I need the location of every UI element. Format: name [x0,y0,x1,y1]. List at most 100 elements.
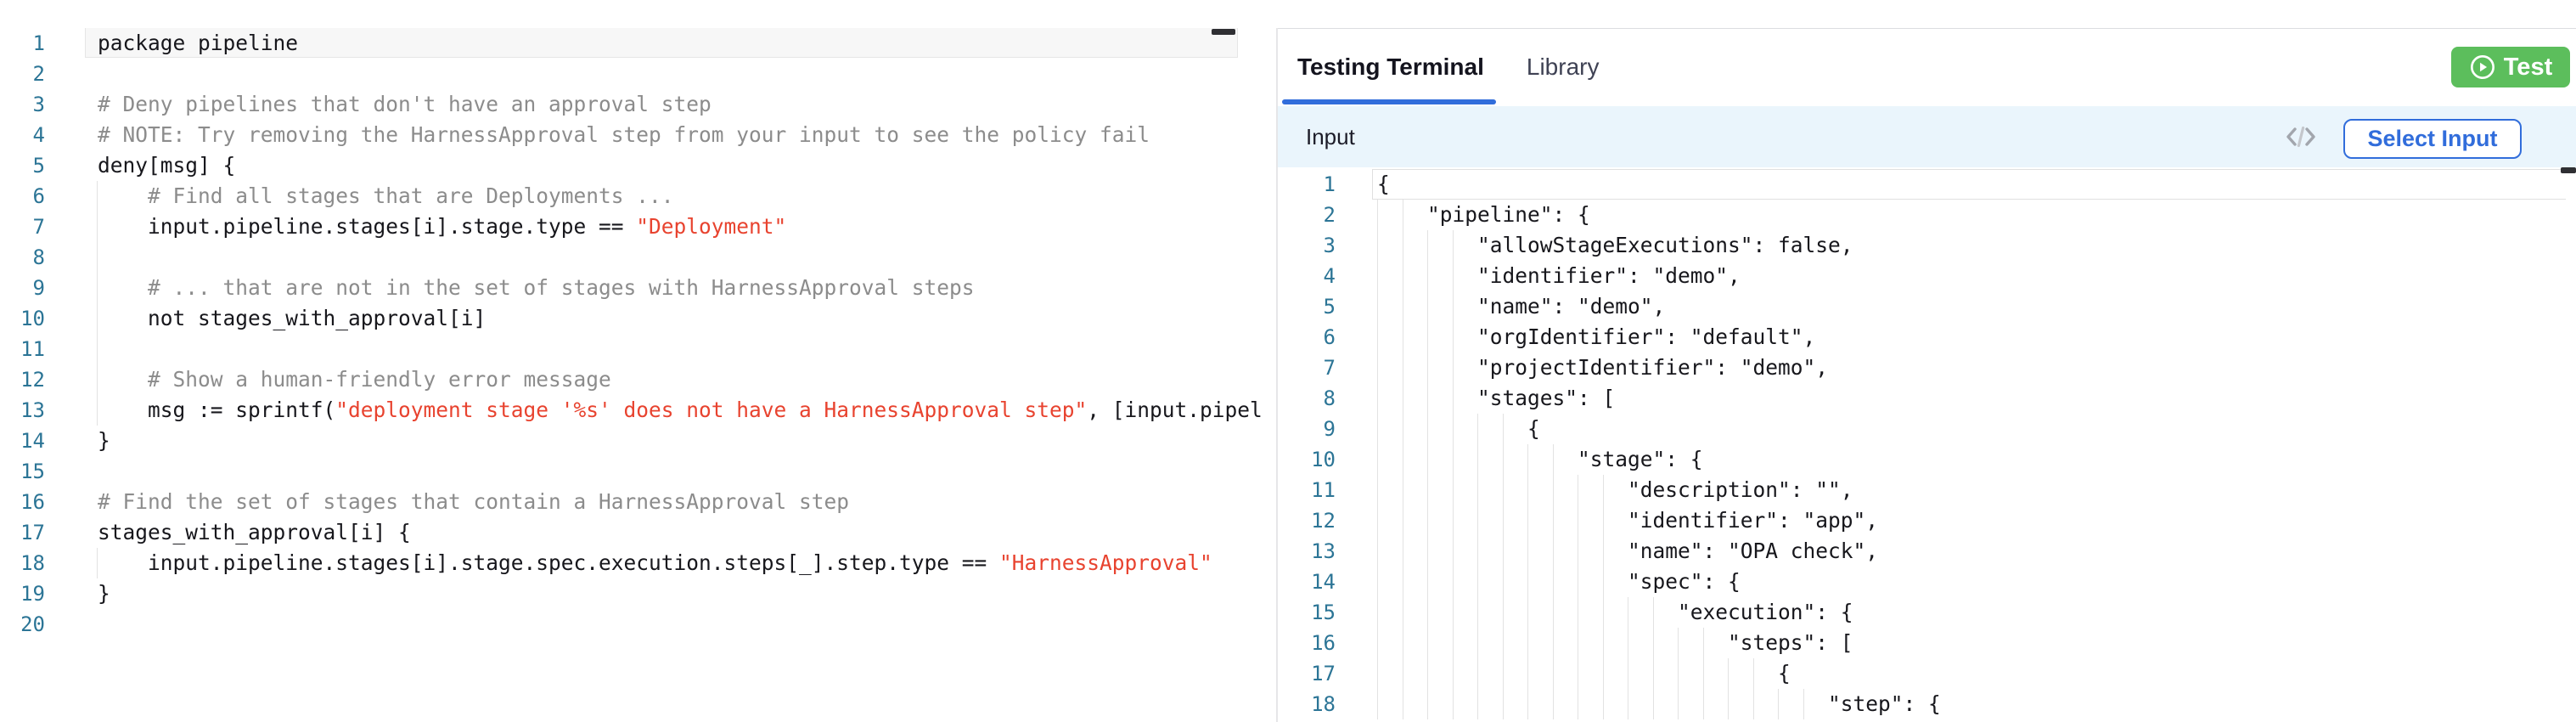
indent-guide-line [1602,505,1604,536]
code-text: } [98,581,110,606]
code-line[interactable]: 7 input.pipeline.stages[i].stage.type ==… [0,212,1276,242]
line-number: 4 [32,123,45,147]
tab-testing-terminal[interactable]: Testing Terminal [1297,54,1484,80]
line-number: 12 [1311,509,1336,533]
code-line[interactable]: 15 [0,456,1276,487]
indent-guide-line [1452,689,1454,719]
indent-guide-line [1527,536,1528,567]
indent-guide-line [1552,567,1554,597]
indent-guide-line [1602,689,1604,719]
collapse-input-editor-icon[interactable] [2561,167,2576,173]
indent-guide-line [97,273,98,303]
code-text: "spec": { [1377,569,1741,594]
code-line[interactable]: 14 "spec": { [1278,567,2576,597]
code-line[interactable]: 8 [0,242,1276,273]
code-line[interactable]: 5 "name": "demo", [1278,291,2576,322]
test-button[interactable]: Test [2451,47,2570,87]
code-line[interactable]: 4 # NOTE: Try removing the HarnessApprova… [0,120,1276,150]
indent-guide-line [1427,444,1428,475]
code-line[interactable]: 10 "stage": { [1278,444,2576,475]
indent-guide-line [97,548,98,578]
code-text: # ... that are not in the set of stages … [98,275,975,300]
code-line[interactable]: 6 "orgIdentifier": "default", [1278,322,2576,353]
indent-guide-line [1678,658,1679,689]
line-number: 20 [20,612,45,636]
code-line[interactable]: 8 "stages": [ [1278,383,2576,414]
code-line[interactable]: 19} [0,578,1276,609]
indent-guide-line [1502,414,1504,444]
code-line[interactable]: 4 "identifier": "demo", [1278,261,2576,291]
indent-guide-line [1502,475,1504,505]
indent-guide-line [1527,475,1528,505]
code-line[interactable]: 3 "allowStageExecutions": false, [1278,230,2576,261]
indent-guide-line [1427,261,1428,291]
tab-library[interactable]: Library [1526,54,1600,80]
code-line[interactable]: 11 [0,334,1276,364]
line-number: 10 [1311,448,1336,471]
indent-guide-line [1377,230,1378,261]
indent-guide-line [1427,628,1428,658]
code-line[interactable]: 6 # Find all stages that are Deployments… [0,181,1276,212]
code-line[interactable]: 17 { [1278,658,2576,689]
code-line[interactable]: 15 "execution": { [1278,597,2576,628]
indent-guide-line [1477,536,1478,567]
indent-guide-line [97,212,98,242]
code-text: "description": "", [1377,477,1853,502]
code-text: deny[msg] { [98,153,236,178]
code-text: "name": "demo", [1377,294,1666,319]
indent-guide-line [1527,567,1528,597]
code-line[interactable]: 10 not stages_with_approval[i] [0,303,1276,334]
input-editor[interactable]: 1{2 "pipeline": {3 "allowStageExecutions… [1278,169,2576,722]
code-line[interactable]: 11 "description": "", [1278,475,2576,505]
terminal-tabs: Testing Terminal Library [1278,28,2576,106]
page-top-border [0,28,2576,29]
indent-guide-line [1452,536,1454,567]
active-tab-underline [1282,99,1496,104]
code-line[interactable]: 2 "pipeline": { [1278,200,2576,230]
code-text: # NOTE: Try removing the HarnessApproval… [98,122,1150,147]
code-line[interactable]: 1{ [1278,169,2576,200]
code-line[interactable]: 20 [0,609,1276,640]
indent-guide-line [1377,291,1378,322]
line-number: 18 [20,551,45,575]
code-line[interactable]: 13 msg := sprintf("deployment stage '%s'… [0,395,1276,426]
code-line[interactable]: 16 "steps": [ [1278,628,2576,658]
indent-guide-line [1427,505,1428,536]
code-angle-brackets-icon[interactable] [2284,122,2318,151]
code-line[interactable]: 2 [0,59,1276,89]
code-line[interactable]: 12 "identifier": "app", [1278,505,2576,536]
code-line[interactable]: 18 input.pipeline.stages[i].stage.spec.e… [0,548,1276,578]
line-number: 7 [1323,356,1336,380]
indent-guide-line [1652,689,1654,719]
indent-guide-line [1452,505,1454,536]
code-line[interactable]: 18 "step": { [1278,689,2576,719]
indent-guide-line [1427,536,1428,567]
code-line[interactable]: 9 { [1278,414,2576,444]
collapse-policy-editor-icon[interactable] [1212,29,1235,35]
code-line[interactable]: 14} [0,426,1276,456]
code-line[interactable]: 13 "name": "OPA check", [1278,536,2576,567]
indent-guide-line [1678,628,1679,658]
code-line[interactable]: 7 "projectIdentifier": "demo", [1278,353,2576,383]
line-number: 13 [1311,539,1336,563]
indent-guide-line [1427,567,1428,597]
code-line[interactable]: 3# Deny pipelines that don't have an app… [0,89,1276,120]
indent-guide-line [1477,444,1478,475]
code-line[interactable]: 16# Find the set of stages that contain … [0,487,1276,517]
play-circle-icon [2469,54,2496,81]
code-text: "steps": [ [1377,630,1853,655]
indent-guide-line [1377,200,1378,230]
code-line[interactable]: 9 # ... that are not in the set of stage… [0,273,1276,303]
indent-guide-line [1427,597,1428,628]
indent-guide-line [1427,689,1428,719]
select-input-button[interactable]: Select Input [2343,119,2522,159]
code-text: "projectIdentifier": "demo", [1377,355,1829,380]
code-line[interactable]: 12 # Show a human-friendly error message [0,364,1276,395]
indent-guide-line [97,242,98,273]
line-number: 16 [20,490,45,514]
code-text: "stages": [ [1377,386,1616,410]
